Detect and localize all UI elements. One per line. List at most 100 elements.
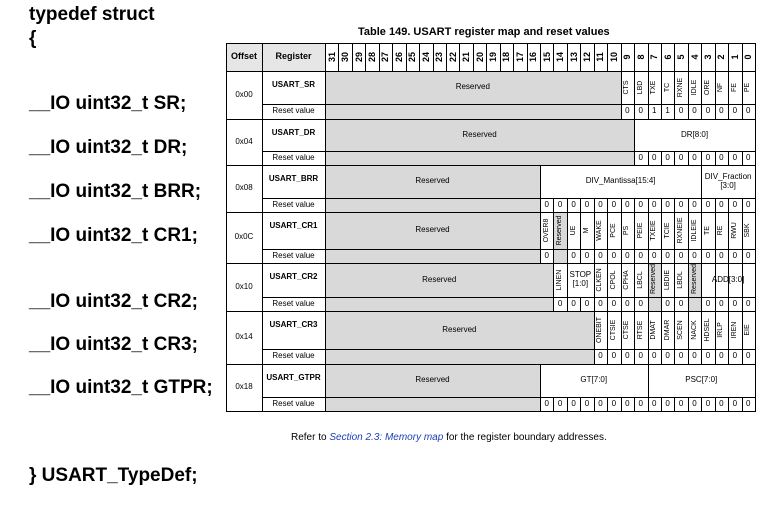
- bit-field-label: OVER8: [542, 218, 550, 243]
- bit-number-header: 22: [447, 52, 458, 63]
- reset-bit-value: 0: [746, 200, 751, 209]
- bit-number-header: 20: [474, 52, 485, 63]
- bit-field-label: IRLP: [717, 322, 725, 338]
- reset-bit-value: 0: [625, 106, 630, 115]
- field-rule: [621, 71, 622, 104]
- bit-number-header: 8: [635, 54, 646, 60]
- reset-bit-value: 0: [598, 399, 603, 408]
- code-close-line: } USART_TypeDef;: [29, 465, 198, 486]
- bit-rule: [701, 151, 702, 165]
- bit-rule: [701, 104, 702, 119]
- register-name: USART_CR2: [269, 272, 318, 281]
- bit-rule: [728, 104, 729, 119]
- field-rule: [701, 71, 702, 104]
- bit-field-label: NF: [717, 82, 725, 93]
- reset-bit-value: 0: [746, 153, 751, 162]
- bit-rule: [607, 198, 608, 212]
- reset-bit-value: 0: [678, 299, 684, 308]
- bit-rule: [594, 249, 595, 263]
- field-rule: [607, 263, 608, 297]
- reset-bit-value: 0: [651, 399, 657, 408]
- bit-field-label: LBDIE: [663, 269, 671, 291]
- bit-field-label: DMAT: [650, 320, 658, 340]
- reset-bit-value: 0: [746, 251, 751, 260]
- reset-rule: [262, 151, 755, 152]
- field-rule: [742, 311, 743, 349]
- bit-column-rule: [661, 43, 662, 71]
- row-rule: [226, 263, 755, 264]
- bit-field-label: CTSE: [623, 320, 631, 340]
- bit-rule: [728, 297, 729, 311]
- field-rule: [648, 311, 649, 349]
- bit-rule: [715, 104, 716, 119]
- footnote-suffix: for the register boundary addresses.: [443, 432, 607, 443]
- bit-number-header: 6: [662, 54, 673, 60]
- reset-bit-value: 0: [598, 299, 603, 308]
- field-rule: [701, 165, 702, 198]
- field-rule: [661, 311, 662, 349]
- bit-column-rule: [446, 43, 447, 71]
- reset-bit-value: 0: [598, 200, 603, 209]
- bit-column-rule: [621, 43, 622, 71]
- reserved-label: Reserved: [415, 176, 450, 186]
- field-rule: [634, 212, 635, 249]
- bit-rule: [728, 151, 729, 165]
- register-offset: 0x00: [235, 89, 253, 99]
- field-rule: [674, 263, 675, 297]
- reset-bit-value: 0: [638, 106, 643, 115]
- bit-rule: [580, 198, 581, 212]
- code-member-cr3: __IO uint32_t CR3;: [29, 334, 198, 355]
- bit-field-label: DR[8:0]: [680, 129, 709, 139]
- bit-rule: [715, 397, 716, 411]
- reset-bit-value: 0: [732, 106, 738, 115]
- reset-bit-value: 0: [611, 200, 617, 209]
- field-rule: [674, 71, 675, 104]
- reset-rule: [262, 297, 755, 298]
- code-open-brace: {: [29, 28, 37, 49]
- reset-bit-value: 0: [665, 351, 670, 360]
- reserved-label: Reserved: [462, 129, 497, 139]
- bit-rule: [674, 397, 675, 411]
- reset-bit-value: 0: [598, 251, 603, 260]
- field-rule: [540, 212, 541, 249]
- bit-rule: [674, 349, 675, 364]
- reserved-label: Reserved: [455, 82, 490, 92]
- reset-value-label: Reset value: [272, 152, 315, 162]
- bit-field-label: SBK: [744, 223, 752, 238]
- bit-column-rule: [338, 43, 339, 71]
- field-rule: [715, 71, 716, 104]
- reset-bit-value: 0: [732, 399, 738, 408]
- bit-rule: [661, 198, 662, 212]
- bit-rule: [648, 349, 649, 364]
- bit-field-label: CTS: [623, 80, 631, 95]
- field-rule: [621, 311, 622, 349]
- register-name: USART_BRR: [268, 174, 319, 183]
- reset-bit-value: 0: [625, 251, 630, 260]
- memory-map-link[interactable]: Section 2.3: Memory map: [329, 432, 444, 443]
- bit-field-label: PE: [744, 82, 752, 93]
- field-rule: [648, 263, 649, 297]
- reset-bit-value: 0: [557, 200, 563, 209]
- code-member-sr: __IO uint32_t SR;: [29, 93, 187, 114]
- reset-bit-value: 0: [732, 351, 738, 360]
- reset-bit-value: 0: [678, 106, 684, 115]
- reset-bit-value: 0: [544, 200, 549, 209]
- bit-rule: [553, 249, 554, 263]
- reset-rule: [262, 104, 755, 105]
- bit-rule: [648, 297, 649, 311]
- field-rule: [580, 212, 581, 249]
- bit-rule: [607, 397, 608, 411]
- reset-rule: [262, 397, 755, 398]
- bit-rule: [674, 198, 675, 212]
- bit-number-header: 14: [555, 52, 566, 63]
- reset-bit-value: 0: [692, 399, 697, 408]
- bit-field-label: LBD: [636, 80, 644, 95]
- reset-bit-value: 0: [692, 153, 697, 162]
- reset-bit-value: 0: [678, 200, 684, 209]
- bit-rule: [661, 297, 662, 311]
- field-rule: [688, 212, 689, 249]
- bit-number-header: 1: [729, 54, 740, 60]
- reset-bit-value: 0: [665, 399, 670, 408]
- bit-field-label: PSC[7:0]: [685, 375, 718, 385]
